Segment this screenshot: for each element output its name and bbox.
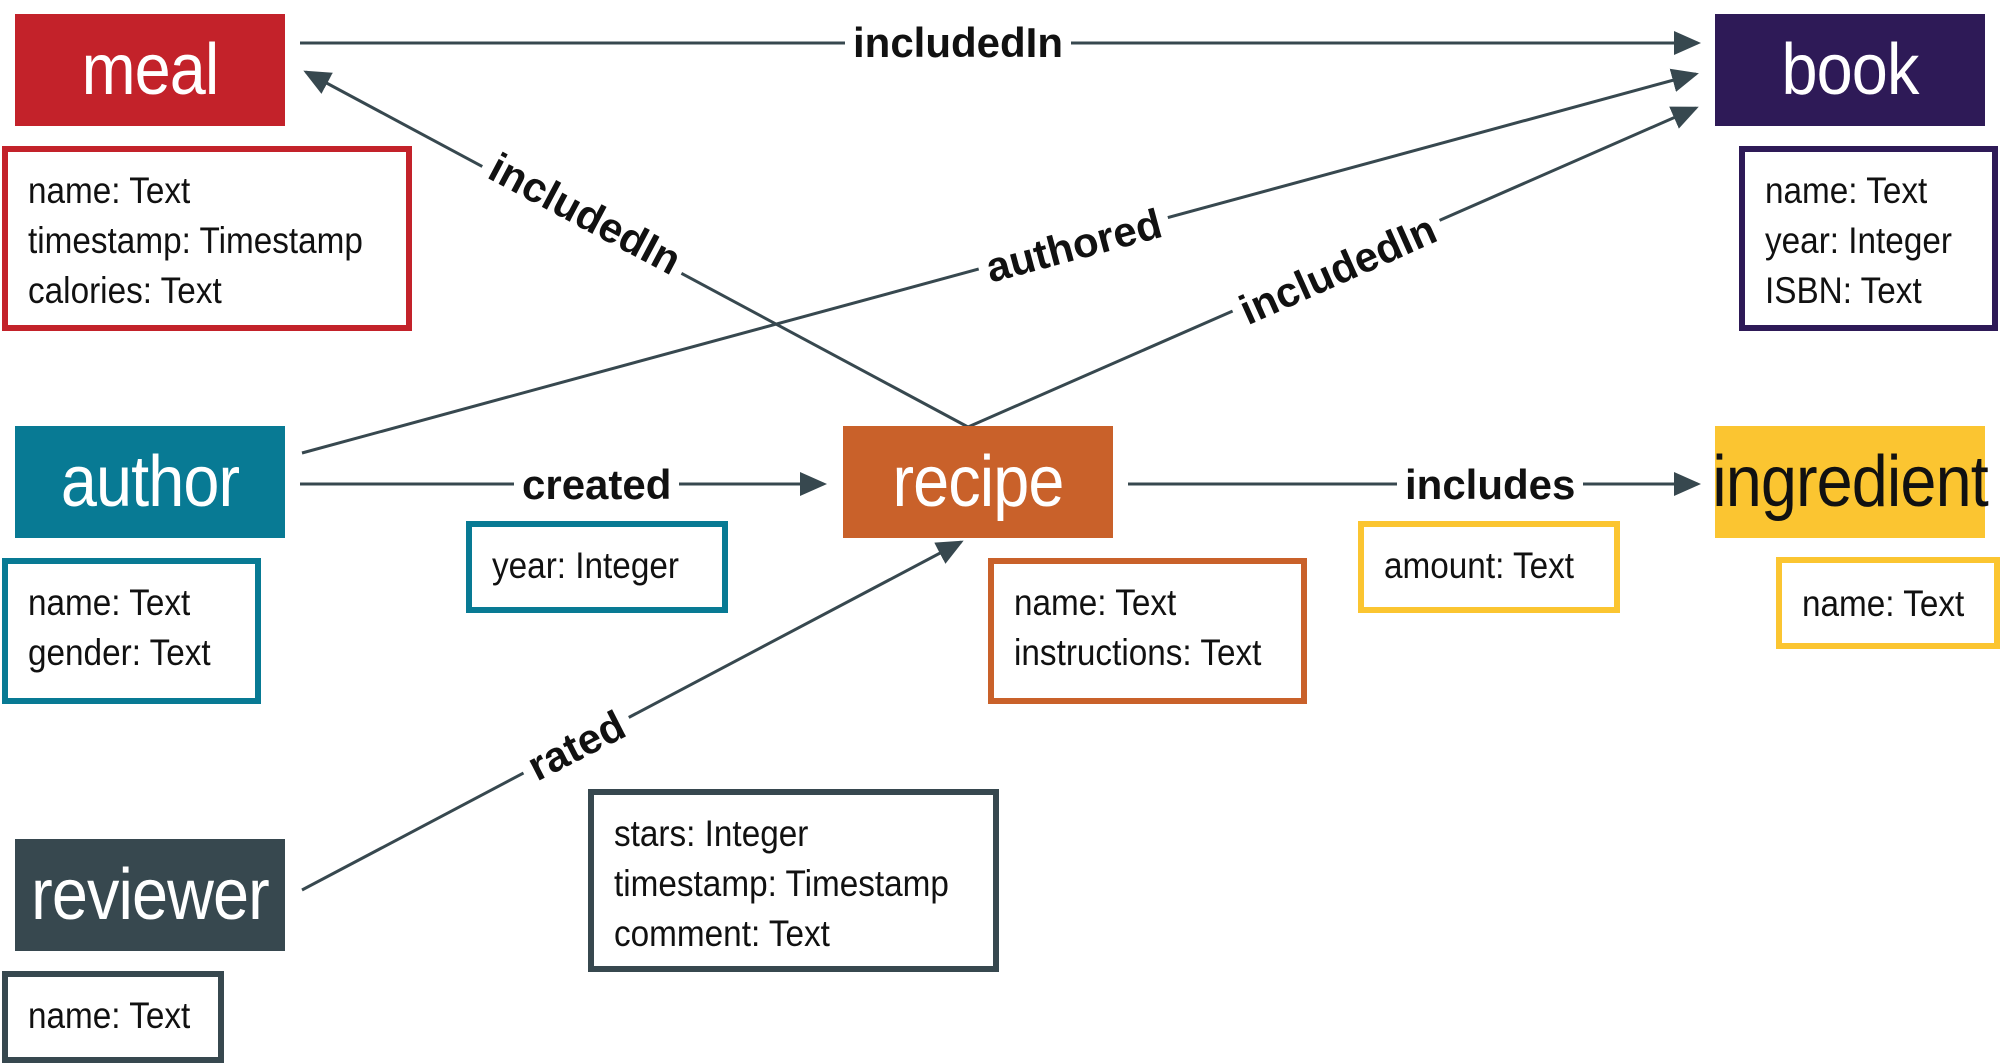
- edge-line-reviewer-recipe: [301, 540, 964, 892]
- node-recipe: recipe: [843, 426, 1113, 538]
- meal-prop-name: name: Text: [28, 170, 191, 211]
- book-prop-isbn: ISBN: Text: [1765, 270, 1922, 311]
- node-reviewer-label: reviewer: [31, 855, 270, 935]
- includes-edge-properties: amount: Text: [1358, 521, 1620, 613]
- node-author-label: author: [60, 442, 240, 522]
- node-meal-label: meal: [81, 30, 220, 110]
- meal-properties: name: Text timestamp: Timestamp calories…: [2, 146, 412, 331]
- author-prop-name: name: Text: [28, 582, 191, 623]
- created-prop-year: year: Integer: [492, 545, 679, 586]
- reviewer-prop-name: name: Text: [28, 995, 191, 1036]
- recipe-prop-name: name: Text: [1014, 582, 1177, 623]
- rated-prop-comment: comment: Text: [614, 913, 830, 954]
- node-book: book: [1715, 14, 1985, 126]
- author-prop-gender: gender: Text: [28, 632, 211, 673]
- node-book-label: book: [1781, 30, 1920, 110]
- created-edge-properties: year: Integer: [466, 521, 728, 613]
- ingredient-prop-name: name: Text: [1802, 583, 1965, 624]
- node-ingredient: ingredient: [1712, 426, 1989, 538]
- node-meal: meal: [15, 14, 285, 126]
- node-reviewer: reviewer: [15, 839, 285, 951]
- node-ingredient-label: ingredient: [1712, 442, 1989, 522]
- ingredient-properties: name: Text: [1776, 557, 2000, 649]
- edge-label-recipe-ingredient: includes: [1397, 460, 1584, 510]
- book-prop-name: name: Text: [1765, 170, 1928, 211]
- meal-prop-calories: calories: Text: [28, 270, 222, 311]
- book-properties: name: Text year: Integer ISBN: Text: [1739, 146, 1998, 331]
- edge-label-author-recipe: created: [514, 460, 680, 510]
- author-properties: name: Text gender: Text: [2, 558, 261, 704]
- edge-label-meal-book: includedIn: [845, 18, 1071, 68]
- meal-prop-timestamp: timestamp: Timestamp: [28, 220, 363, 261]
- reviewer-properties: name: Text: [2, 971, 224, 1063]
- node-author: author: [15, 426, 285, 538]
- rated-prop-timestamp: timestamp: Timestamp: [614, 863, 949, 904]
- book-prop-year: year: Integer: [1765, 220, 1952, 261]
- rated-prop-stars: stars: Integer: [614, 813, 809, 854]
- recipe-prop-instructions: instructions: Text: [1014, 632, 1262, 673]
- includes-prop-amount: amount: Text: [1384, 545, 1575, 586]
- rated-edge-properties: stars: Integer timestamp: Timestamp comm…: [588, 789, 999, 972]
- node-recipe-label: recipe: [892, 442, 1064, 522]
- recipe-properties: name: Text instructions: Text: [988, 558, 1307, 704]
